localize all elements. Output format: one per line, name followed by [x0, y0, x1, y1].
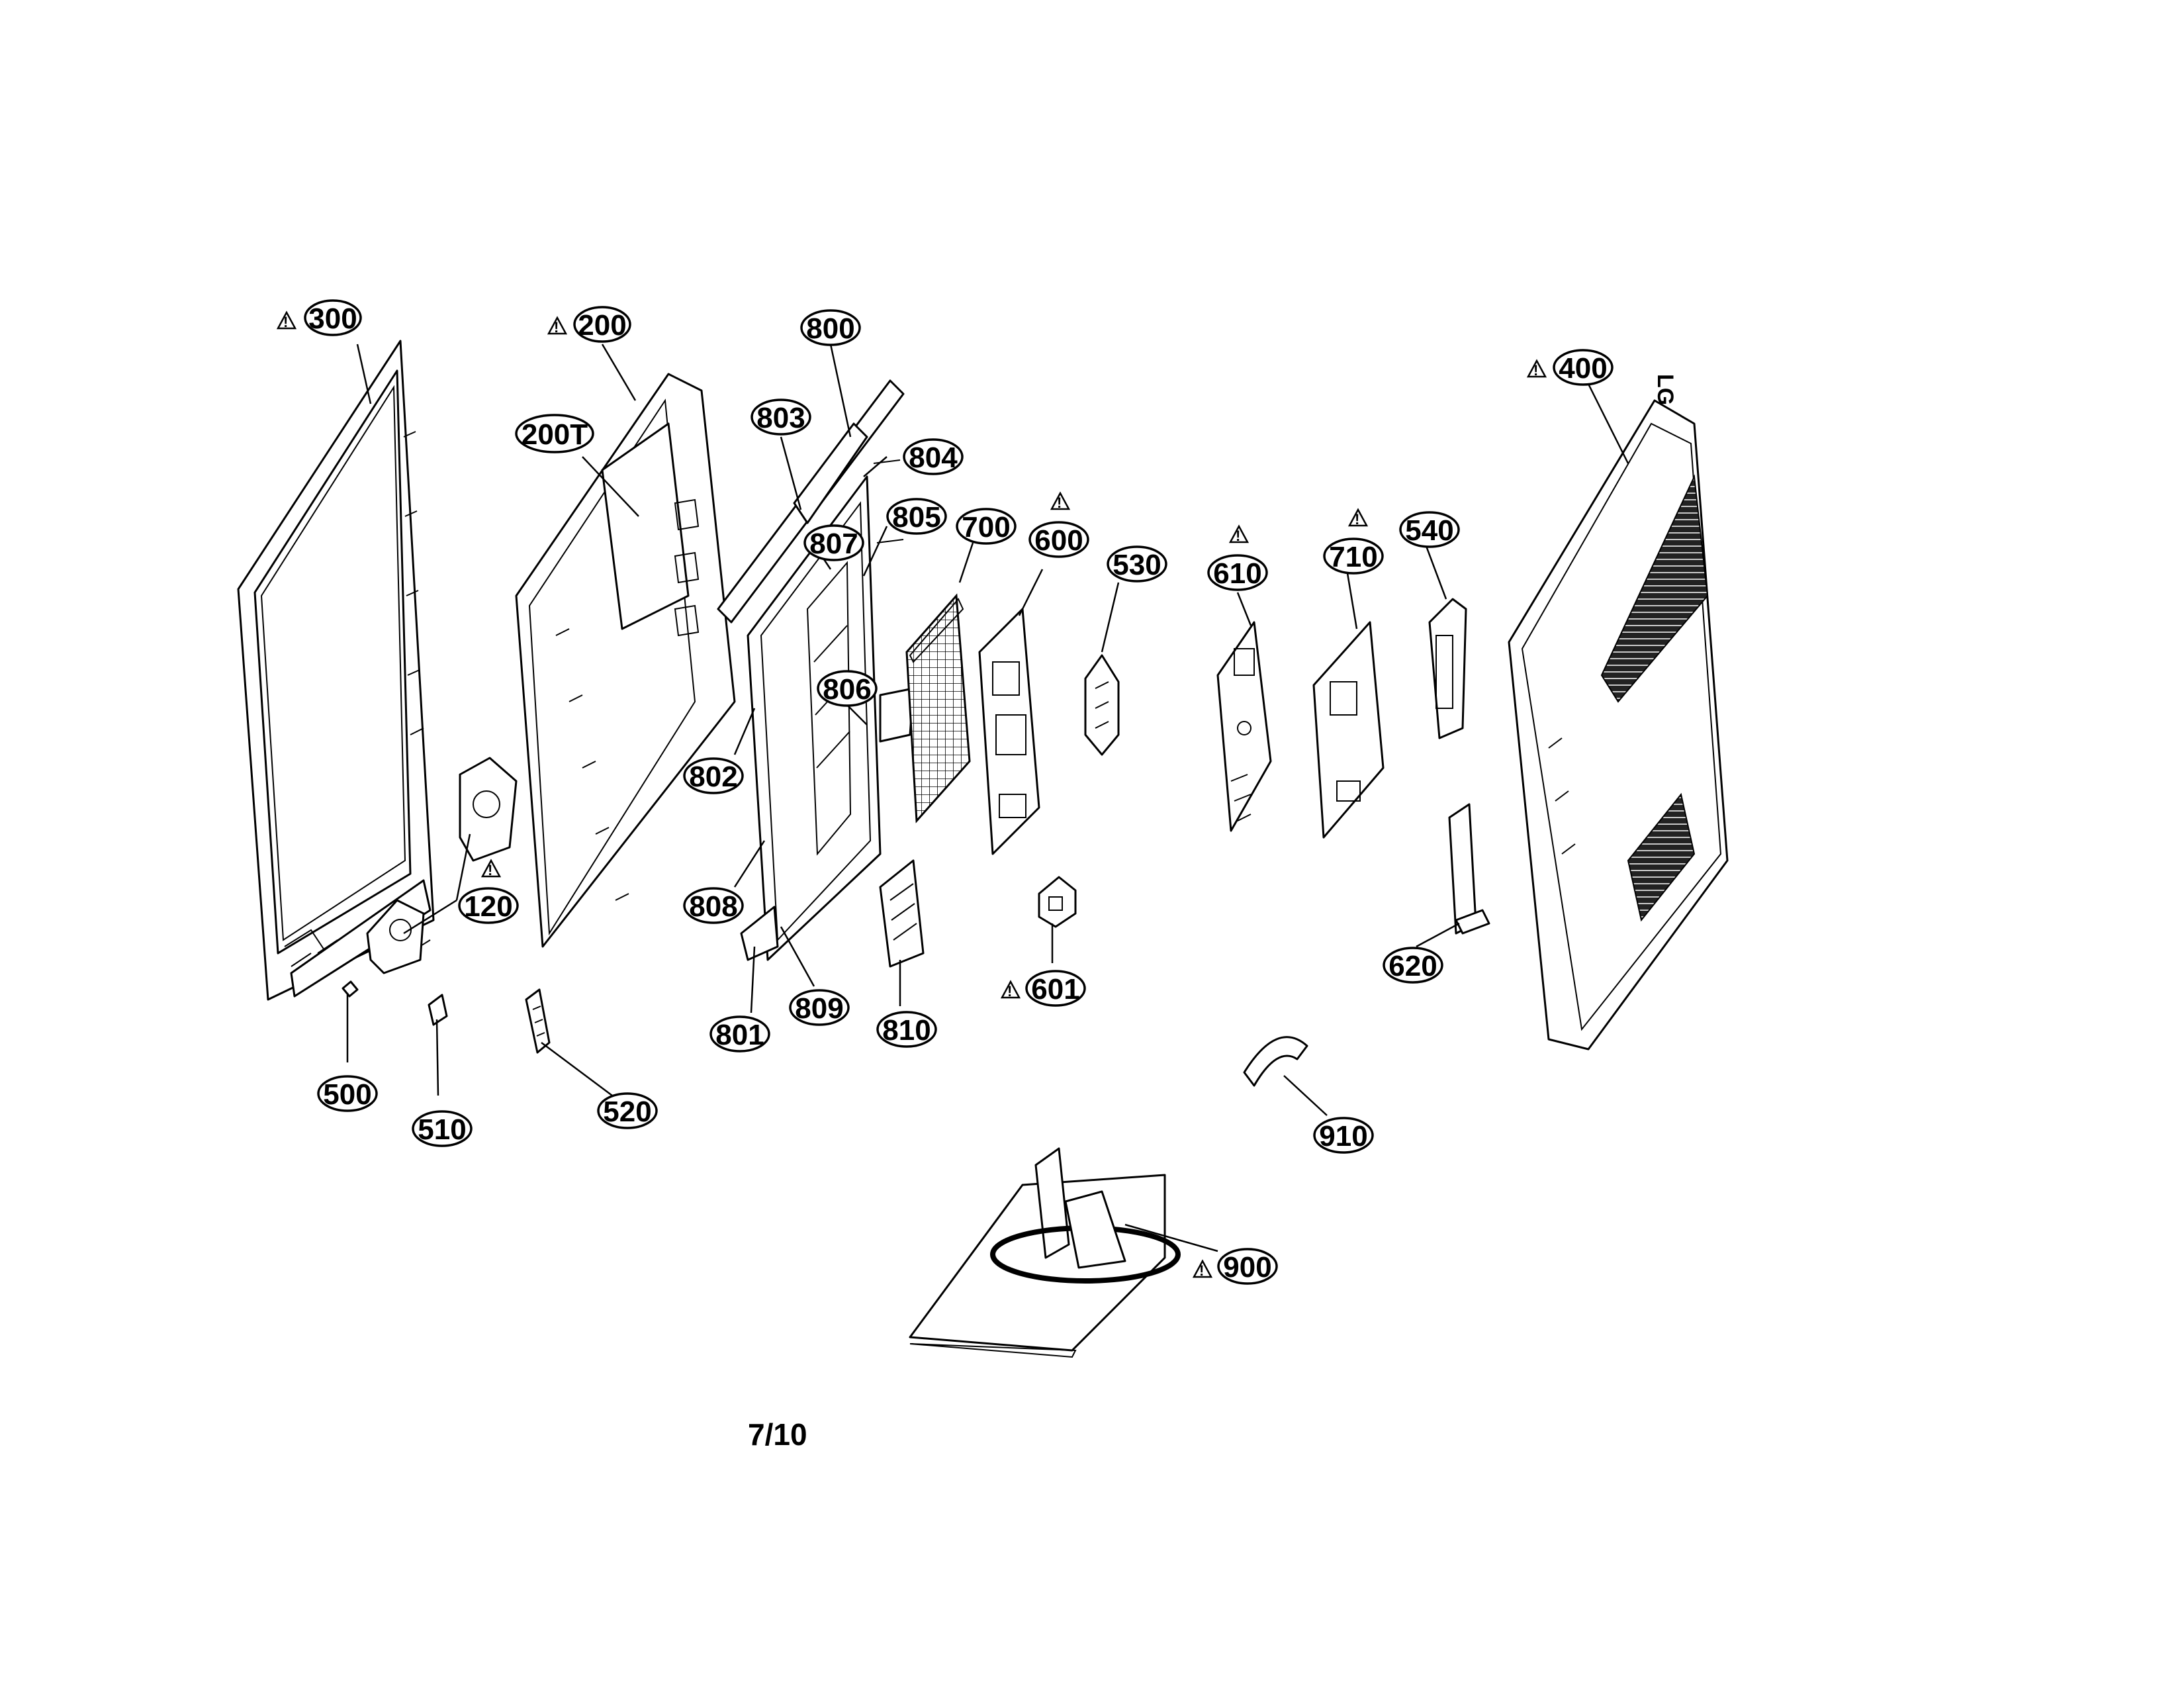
callout-label: 801 — [715, 1019, 764, 1051]
callout-400: ! 400 — [1526, 349, 1614, 386]
callout-label: 540 — [1405, 514, 1453, 547]
small-part-520 — [525, 988, 551, 1054]
callout-label: 810 — [882, 1014, 931, 1047]
page-number: 7/10 — [748, 1417, 807, 1452]
callout-300: ! 300 — [276, 299, 362, 336]
callout-807: 807 — [803, 524, 864, 561]
callout-600: ! 600 — [1028, 491, 1089, 558]
callout-label: 400 — [1559, 352, 1607, 385]
callout-label: 530 — [1113, 549, 1161, 581]
small-part-510 — [428, 994, 448, 1026]
callout-label: 700 — [962, 511, 1010, 543]
svg-text:!: ! — [1199, 1262, 1204, 1279]
callouts: ! 300 ! 200 200T 800 803 804 — [276, 299, 1614, 1285]
callout-700: 700 — [956, 508, 1017, 545]
callout-label: 809 — [795, 992, 843, 1025]
back-cover-400: LG — [1508, 374, 1729, 1051]
plate-620 — [1448, 803, 1490, 935]
callout-label: 808 — [689, 890, 737, 923]
callout-500: 500 — [317, 1075, 378, 1112]
callout-label: 510 — [418, 1113, 466, 1146]
callout-label: 803 — [756, 402, 805, 434]
svg-text:!: ! — [1057, 494, 1062, 511]
front-bezel-300 — [237, 340, 435, 1001]
bracket-540 — [1428, 598, 1467, 739]
callout-200: ! 200 — [547, 306, 631, 343]
callout-200T: 200T — [515, 414, 594, 453]
callout-120: ! 120 — [458, 859, 519, 924]
bracket-810 — [879, 859, 925, 968]
callout-710: ! 710 — [1323, 508, 1384, 575]
callout-805: 805 — [886, 498, 947, 535]
logo-text: LG — [1653, 374, 1678, 405]
stand-cover-910 — [1243, 1036, 1308, 1087]
callout-label: 710 — [1329, 541, 1377, 573]
callout-804: 804 — [903, 438, 964, 475]
callout-label: 500 — [323, 1078, 371, 1111]
switch-601 — [1038, 876, 1077, 928]
callout-label: 300 — [308, 303, 357, 335]
callout-label: 806 — [823, 673, 871, 706]
stand-900 — [909, 1147, 1181, 1358]
callout-800: 800 — [800, 309, 861, 346]
board-710 — [1312, 621, 1385, 839]
callout-802: 802 — [683, 757, 744, 794]
callout-803: 803 — [751, 399, 811, 436]
svg-text:!: ! — [1533, 362, 1538, 379]
shield-700 — [905, 593, 971, 823]
callout-label: 200T — [522, 418, 588, 451]
callout-510: 510 — [412, 1110, 473, 1147]
callout-808: 808 — [683, 887, 744, 924]
callout-809: 809 — [789, 989, 850, 1026]
callout-620: 620 — [1383, 947, 1443, 984]
svg-text:!: ! — [1007, 983, 1012, 1000]
callout-label: 601 — [1031, 973, 1079, 1006]
callout-810: 810 — [876, 1011, 937, 1048]
callout-label: 610 — [1213, 557, 1261, 590]
speaker-120 — [366, 757, 518, 974]
callout-label: 805 — [892, 501, 940, 534]
svg-text:!: ! — [1355, 511, 1359, 528]
svg-text:!: ! — [554, 319, 559, 336]
callout-900: ! 900 — [1192, 1248, 1278, 1285]
small-part-500 — [341, 980, 359, 998]
main-board-610 — [1216, 621, 1272, 832]
frame-assembly-800 — [717, 379, 915, 961]
power-board-600 — [978, 608, 1040, 855]
callout-label: 620 — [1388, 950, 1437, 982]
callout-label: 807 — [809, 528, 858, 560]
callout-label: 802 — [689, 761, 737, 793]
board-530 — [1084, 654, 1120, 756]
lcd-panel-200 — [515, 373, 736, 948]
callout-520: 520 — [597, 1092, 658, 1129]
callout-910: 910 — [1313, 1117, 1374, 1154]
callout-610: ! 610 — [1207, 524, 1268, 591]
callout-label: 600 — [1034, 524, 1083, 557]
callout-label: 804 — [909, 442, 958, 474]
svg-text:!: ! — [488, 862, 492, 878]
svg-text:!: ! — [283, 314, 288, 330]
callout-label: 120 — [464, 890, 512, 923]
callout-label: 910 — [1319, 1120, 1367, 1152]
callout-601: ! 601 — [1000, 970, 1086, 1007]
callout-801: 801 — [709, 1015, 770, 1053]
callout-806: 806 — [817, 670, 878, 707]
svg-text:!: ! — [1236, 528, 1240, 544]
callout-530: 530 — [1107, 545, 1167, 583]
callout-540: 540 — [1399, 511, 1460, 548]
callout-label: 520 — [603, 1096, 651, 1128]
callout-label: 800 — [806, 312, 854, 345]
callout-label: 200 — [578, 309, 626, 342]
callout-label: 900 — [1223, 1251, 1271, 1284]
